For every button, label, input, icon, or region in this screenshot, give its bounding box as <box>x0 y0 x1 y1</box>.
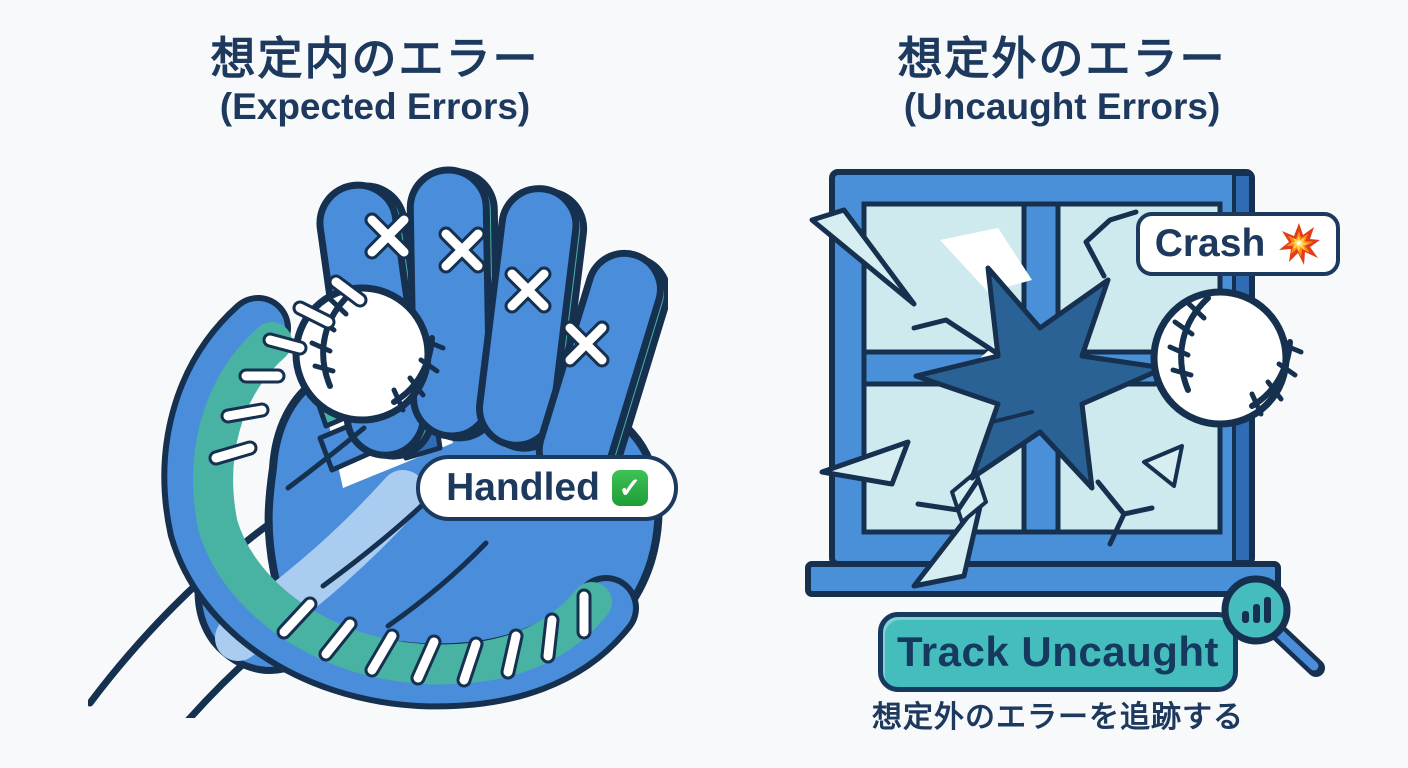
track-caption-japanese: 想定外のエラーを追跡する <box>872 701 1244 734</box>
left-panel-title: 想定内のエラー (Expected Errors) <box>125 32 625 129</box>
collision-icon <box>1279 223 1321 265</box>
impact-burst <box>913 265 1167 491</box>
handled-badge: Handled ✓ <box>416 455 678 521</box>
left-title-japanese: 想定内のエラー <box>210 33 540 84</box>
right-title-japanese: 想定外のエラー <box>897 33 1227 84</box>
baseball-glove-illustration <box>88 166 668 718</box>
magnifier-chart-icon <box>1221 575 1325 677</box>
track-uncaught-button-label: Track Uncaught <box>896 628 1220 675</box>
crash-badge-label: Crash <box>1154 222 1266 265</box>
check-icon: ✓ <box>611 470 648 506</box>
right-panel-title: 想定外のエラー (Uncaught Errors) <box>812 32 1312 129</box>
heel-laces <box>276 588 592 688</box>
right-title-english: (Uncaught Errors) <box>903 86 1221 128</box>
track-uncaught-button[interactable]: Track Uncaught <box>878 612 1238 692</box>
thumb-laces <box>208 274 368 466</box>
left-title-english: (Expected Errors) <box>219 86 531 128</box>
finger-x-stitches <box>364 212 610 368</box>
handled-badge-label: Handled <box>446 466 600 509</box>
crash-badge: Crash <box>1136 212 1340 276</box>
baseball-icon <box>1150 288 1304 428</box>
